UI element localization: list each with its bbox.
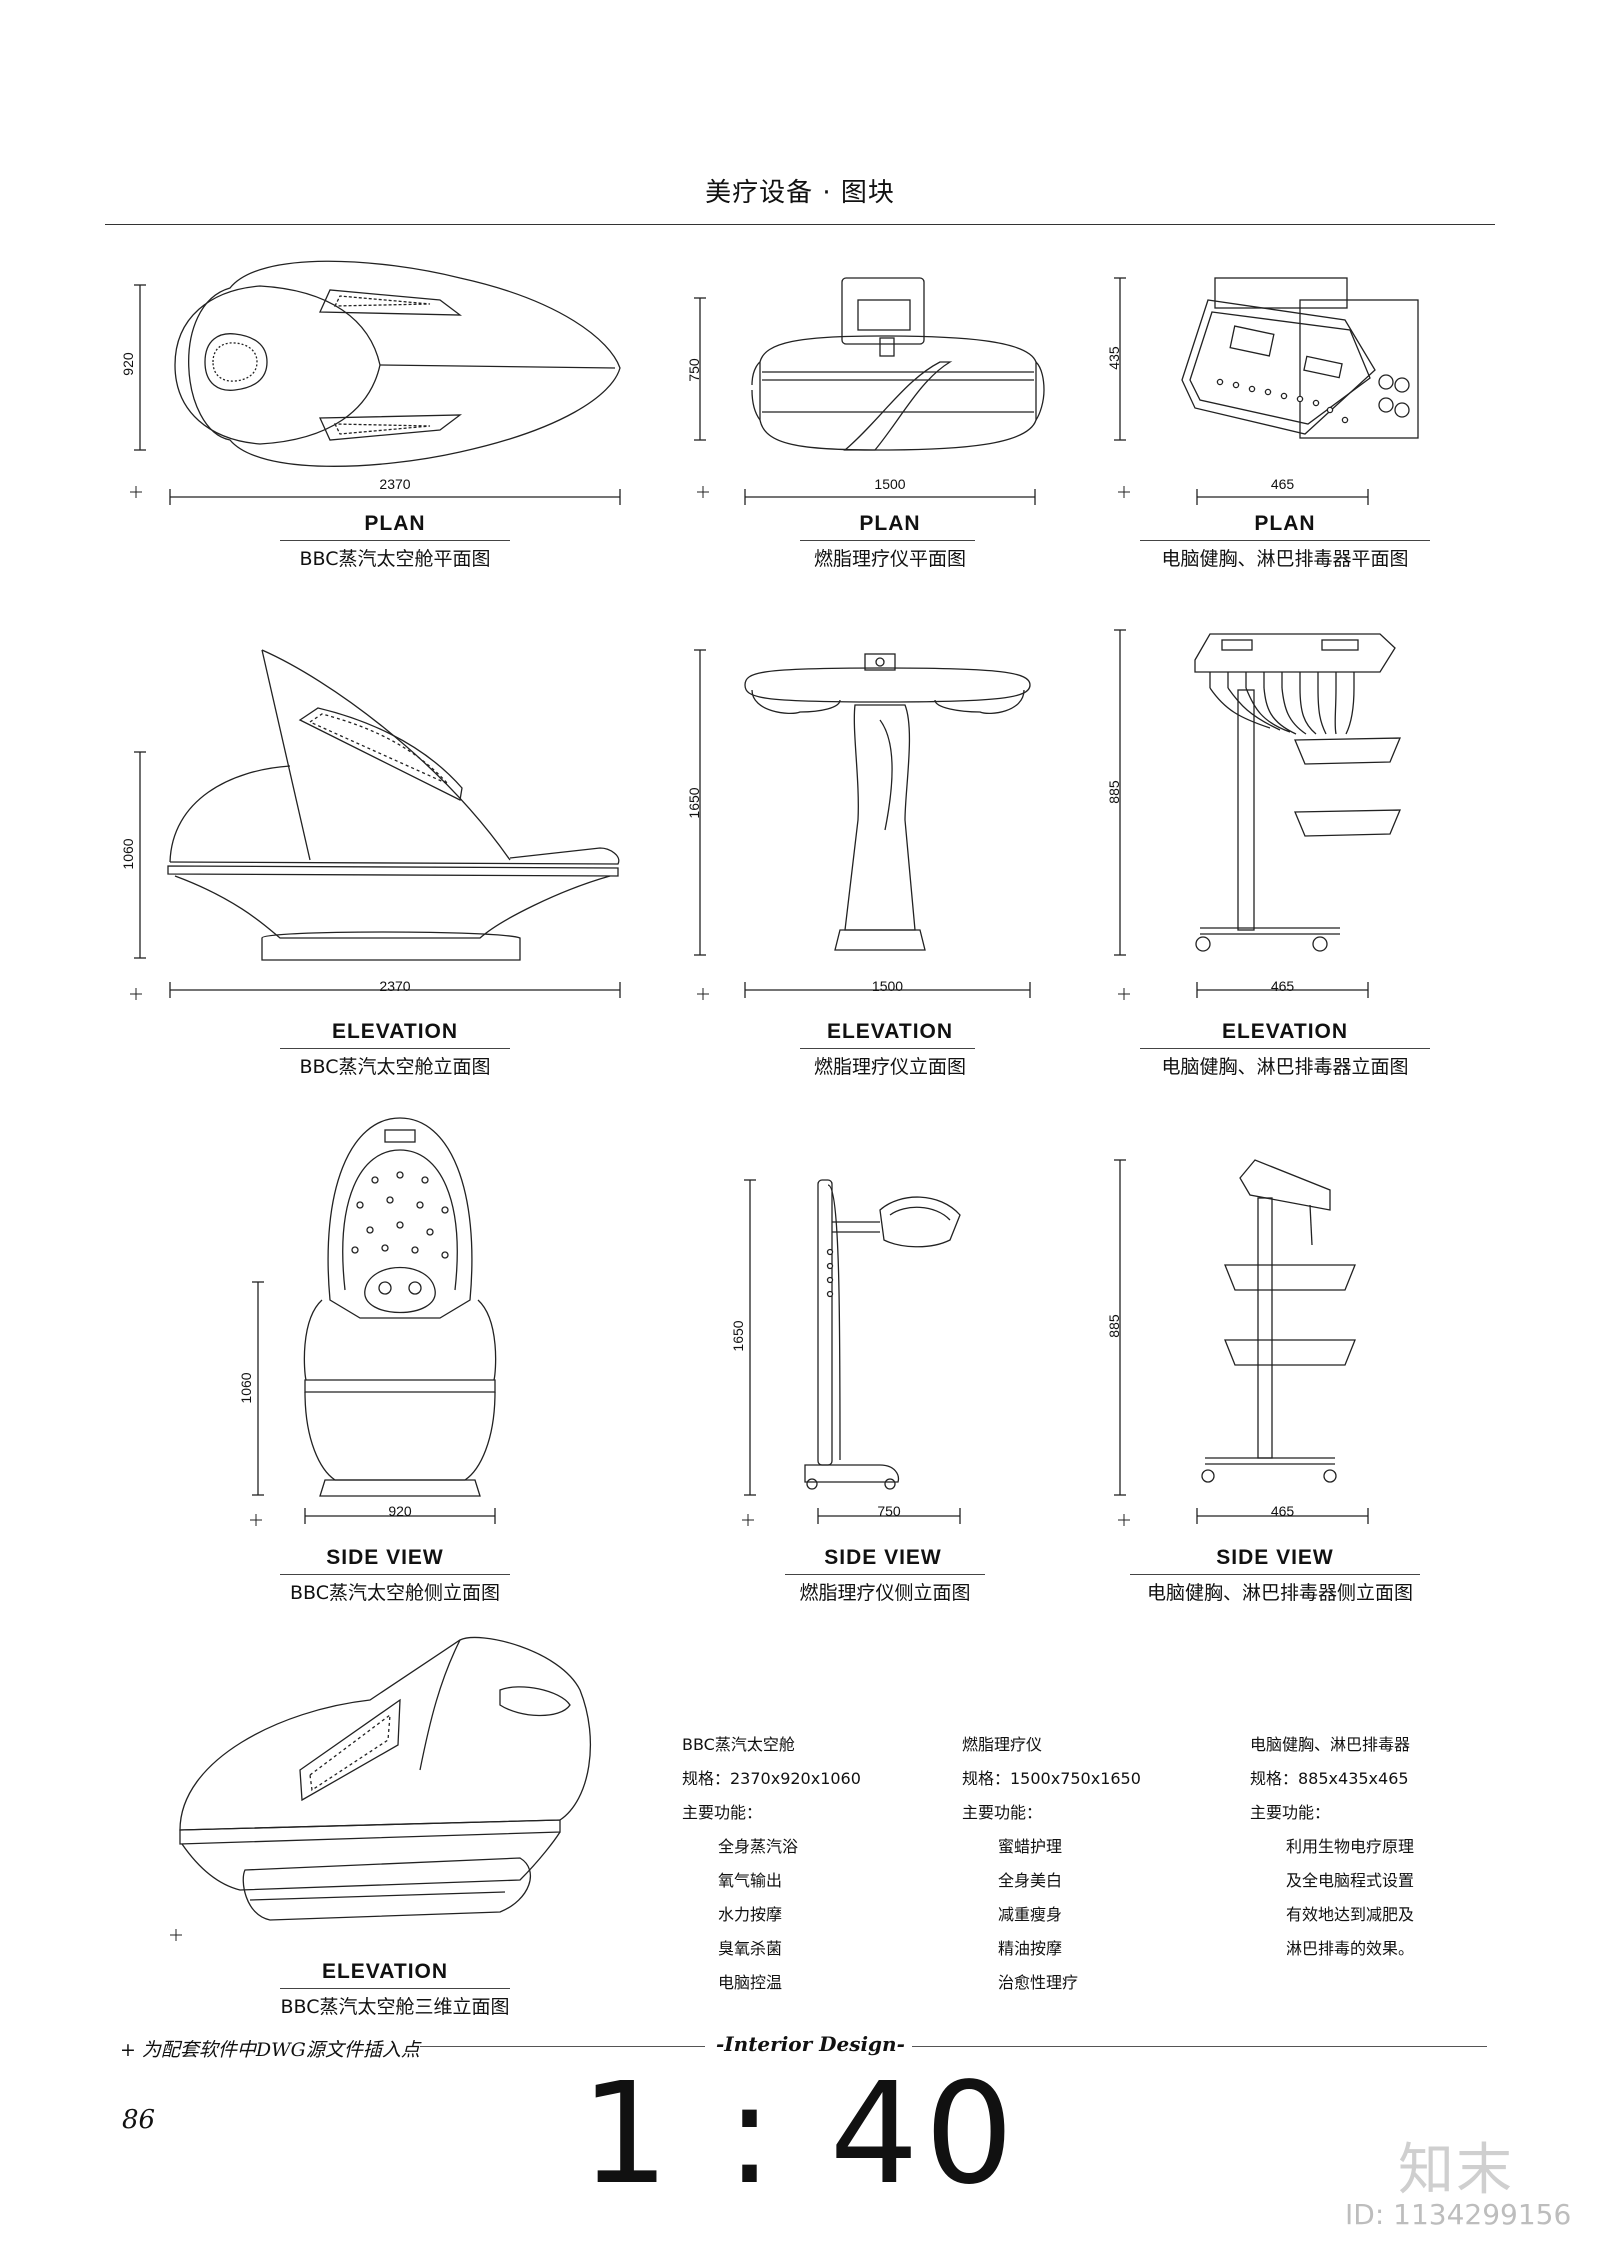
dim-height: 1060 [238,1372,254,1404]
spec-column: 燃脂理疗仪 规格：1500x750x1650 主要功能： 蜜蜡护理 全身美白 减… [962,1728,1212,2000]
dim-width: 465 [1270,1503,1295,1519]
spec-function-item: 臭氧杀菌 [718,1939,783,1958]
spec-function-item: 治愈性理疗 [998,1973,1079,1992]
dim-width: 1500 [871,978,904,994]
spec-function-item: 淋巴排毒的效果。 [1286,1939,1415,1958]
lymph-device-elevation-drawing [1114,629,1401,1000]
caption-rule [1130,1574,1420,1575]
view-caption: BBC蒸汽太空舱三维立面图 [280,1996,510,2018]
view-label: SIDE VIEW [1216,1546,1334,1569]
spec-function-item: 水力按摩 [718,1905,783,1924]
drawing-scale: 1 : 40 [580,2053,1020,2216]
view-caption: 燃脂理疗仪侧立面图 [799,1582,971,1604]
fat-burner-elevation-drawing [694,649,1031,1000]
spec-size: 规格：1500x750x1650 [962,1769,1141,1788]
dim-height: 1060 [120,838,136,870]
caption-rule [280,1048,510,1049]
steam-capsule-elevation-drawing [130,649,621,1000]
view-caption: BBC蒸汽太空舱平面图 [299,548,491,570]
caption-rule [800,1048,975,1049]
steam-capsule-3d-drawing [170,1636,591,1941]
dim-height: 920 [120,352,136,376]
lymph-device-side-drawing [1114,1159,1369,1526]
dim-height: 1650 [686,787,702,819]
caption-rule [280,1574,510,1575]
page-number: 86 [122,2105,156,2135]
dim-width: 2370 [379,978,411,994]
dim-height: 435 [1106,346,1122,370]
footer-rule-left [420,2046,705,2047]
caption-rule [785,1574,985,1575]
spec-function-label: 主要功能： [1250,1803,1331,1822]
dim-width: 750 [877,1503,901,1519]
view-caption: 电脑健胸、淋巴排毒器平面图 [1161,548,1409,570]
dim-height: 885 [1106,780,1122,804]
spec-function-item: 精油按摩 [998,1939,1063,1958]
spec-name: 燃脂理疗仪 [962,1735,1043,1754]
spec-function-item: 利用生物电疗原理 [1286,1837,1415,1856]
spec-function-item: 蜜蜡护理 [998,1837,1063,1856]
view-caption: BBC蒸汽太空舱侧立面图 [289,1582,500,1604]
caption-rule [1140,540,1430,541]
insert-point-text: 为配套软件中DWG源文件插入点 [141,2039,420,2061]
spec-size: 规格：2370x920x1060 [682,1769,861,1788]
dim-width: 920 [388,1503,412,1519]
footer-tagline: -Interior Design- [716,2032,905,2056]
header-divider [105,224,1495,225]
steam-capsule-side-drawing [250,1117,497,1526]
lymph-device-plan-drawing [1114,277,1419,505]
page-title: 美疗设备 · 图块 [705,178,895,208]
spec-function-item: 氧气输出 [718,1871,783,1890]
fat-burner-side-drawing [742,1179,961,1526]
view-caption: 电脑健胸、淋巴排毒器立面图 [1161,1056,1409,1078]
view-caption: 燃脂理疗仪平面图 [813,548,966,570]
view-caption: 燃脂理疗仪立面图 [813,1056,966,1078]
spec-name: 电脑健胸、淋巴排毒器 [1250,1735,1411,1754]
view-caption: BBC蒸汽太空舱立面图 [299,1056,491,1078]
spec-function-item: 有效地达到减肥及 [1286,1905,1415,1924]
dim-width: 2370 [379,476,411,492]
spec-name: BBC蒸汽太空舱 [682,1735,795,1754]
dim-height: 1650 [730,1320,746,1352]
spec-function-label: 主要功能： [962,1803,1043,1822]
view-label: ELEVATION [321,1960,449,1983]
dim-width: 465 [1270,978,1295,994]
spec-function-item: 减重瘦身 [998,1905,1063,1924]
spec-column: 电脑健胸、淋巴排毒器 规格：885x435x465 主要功能： 利用生物电疗原理… [1250,1728,1510,1966]
spec-function-item: 及全电脑程式设置 [1286,1871,1415,1890]
brand-watermark: 知末 [1398,2138,1514,2203]
caption-rule [800,540,975,541]
view-label: ELEVATION [826,1020,954,1043]
dim-width: 1500 [874,476,906,492]
plus-marker-icon: + [120,2039,136,2061]
spec-function-item: 全身蒸汽浴 [718,1837,799,1856]
caption-rule [1140,1048,1430,1049]
spec-function-item: 电脑控温 [718,1973,783,1992]
spec-function-label: 主要功能： [682,1803,763,1822]
image-id: ID: 1134299156 [1345,2198,1572,2231]
spec-column: BBC蒸汽太空舱 规格：2370x920x1060 主要功能： 全身蒸汽浴 氧气… [682,1728,932,2000]
fat-burner-plan-drawing [694,277,1045,505]
view-label: SIDE VIEW [326,1546,444,1569]
view-label: ELEVATION [1221,1020,1349,1043]
dim-height: 885 [1106,1314,1122,1338]
view-label: PLAN [364,512,426,535]
view-label: PLAN [859,512,921,535]
dim-width: 465 [1270,476,1295,492]
view-label: ELEVATION [331,1020,459,1043]
view-label: SIDE VIEW [824,1546,942,1569]
caption-rule [280,1988,510,1989]
footer-rule-right [912,2046,1487,2047]
insert-point-note: +为配套软件中DWG源文件插入点 [120,2035,420,2062]
spec-size: 规格：885x435x465 [1250,1769,1409,1788]
caption-rule [280,540,510,541]
dim-height: 750 [686,358,702,382]
view-label: PLAN [1254,512,1316,535]
steam-capsule-plan-drawing [130,260,621,505]
spec-function-item: 全身美白 [998,1871,1063,1890]
view-caption: 电脑健胸、淋巴排毒器侧立面图 [1146,1582,1413,1604]
